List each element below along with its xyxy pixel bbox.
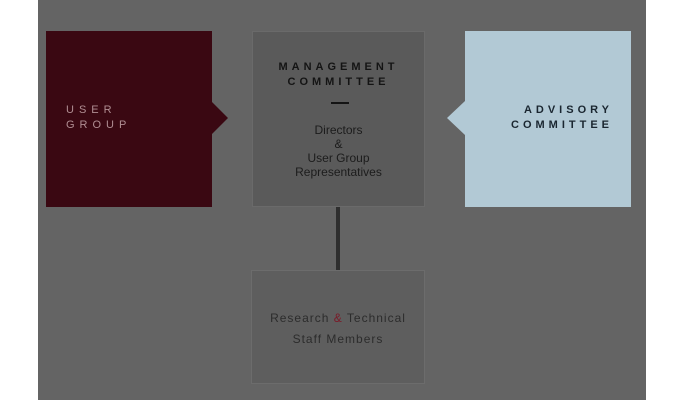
management-body-line2: & — [334, 137, 343, 151]
management-body-line3: User Group — [307, 151, 370, 165]
advisory-label-line2: COMMITTEE — [511, 119, 613, 131]
management-committee-box: MANAGEMENT COMMITTEE Directors & User Gr… — [252, 31, 425, 207]
management-title-line2: COMMITTEE — [287, 76, 390, 88]
staff-line1-ampersand: & — [333, 311, 343, 325]
user-group-label-line2: GROUP — [66, 119, 132, 131]
staff-box: Research & Technical Staff Members — [251, 270, 425, 384]
user-group-arrow — [211, 101, 228, 135]
management-committee-title: MANAGEMENT COMMITTEE — [253, 60, 424, 90]
staff-label: Research & Technical Staff Members — [252, 308, 424, 350]
connector-line — [336, 207, 340, 270]
management-title-line1: MANAGEMENT — [278, 61, 399, 73]
staff-label-line1: Research & Technical — [252, 308, 424, 329]
staff-label-line2: Staff Members — [292, 332, 384, 346]
user-group-label: USER GROUP — [66, 103, 131, 133]
management-body-line1: Directors — [314, 123, 363, 137]
management-divider — [331, 102, 349, 104]
advisory-committee-arrow — [447, 101, 465, 135]
user-group-box: USER GROUP — [46, 31, 212, 207]
user-group-label-line1: USER — [66, 104, 117, 116]
staff-line1-research: Research — [270, 311, 334, 325]
advisory-committee-box: ADVISORY COMMITTEE — [465, 31, 631, 207]
advisory-committee-label: ADVISORY COMMITTEE — [511, 103, 613, 133]
management-body-line4: Representatives — [295, 165, 382, 179]
management-committee-members: Directors & User Group Representatives — [253, 123, 424, 179]
advisory-label-line1: ADVISORY — [523, 104, 613, 116]
staff-line1-technical: Technical — [342, 311, 406, 325]
